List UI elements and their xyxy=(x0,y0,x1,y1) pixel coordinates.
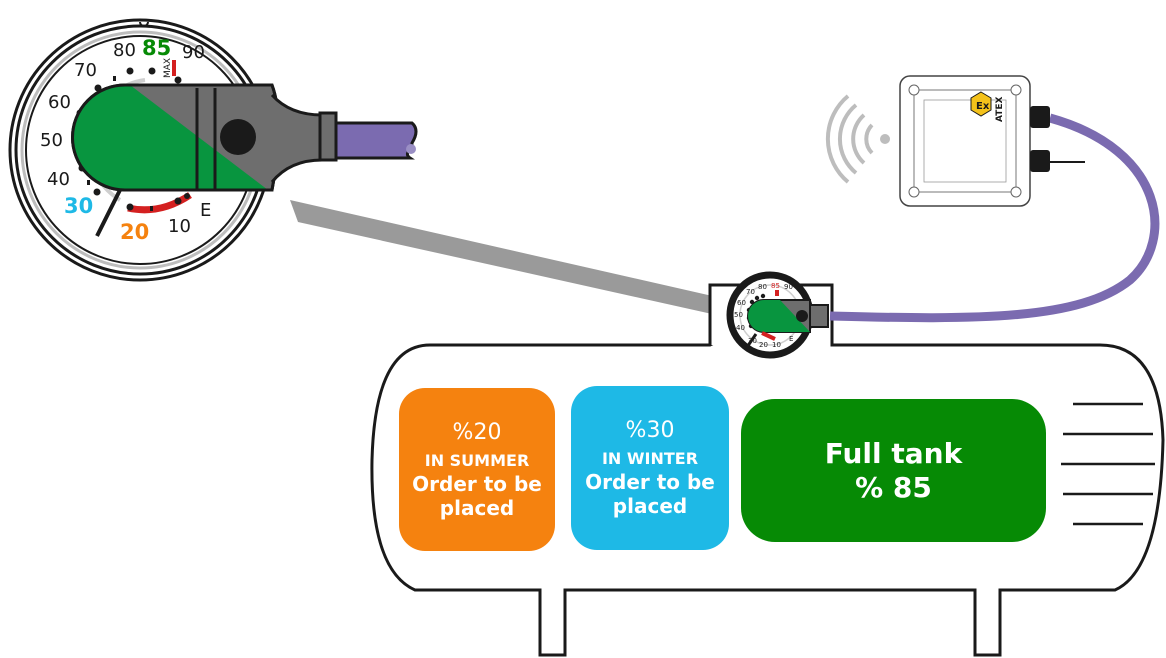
mini-label-70: 70 xyxy=(746,288,755,296)
full-tank-value: % 85 xyxy=(855,470,932,504)
mini-label-90: 90 xyxy=(784,283,793,291)
winter-message: Order to be placed xyxy=(585,470,715,518)
label-10: 10 xyxy=(168,216,191,237)
label-60: 60 xyxy=(48,92,71,113)
tank-endcap-lines xyxy=(1061,402,1155,526)
label-empty: E xyxy=(200,200,211,221)
max-label: MAX xyxy=(163,58,173,78)
gauge-needle xyxy=(95,189,122,237)
summer-season: IN SUMMER xyxy=(424,450,530,470)
label-90: 90 xyxy=(182,42,205,63)
level-gauge: MAX xyxy=(8,18,418,282)
mini-label-60: 60 xyxy=(737,299,746,307)
summer-order-box: %20 IN SUMMER Order to be placed xyxy=(399,388,555,551)
mini-label-empty: E xyxy=(789,335,793,343)
mini-label-80: 80 xyxy=(758,283,767,291)
summer-message: Order to be placed xyxy=(412,471,542,520)
label-20: 20 xyxy=(120,220,149,244)
signal-cable xyxy=(829,113,1160,323)
zoom-beam xyxy=(290,200,730,318)
label-80: 80 xyxy=(113,40,136,61)
mini-label-30: 30 xyxy=(748,337,757,345)
label-85: 85 xyxy=(142,36,171,60)
mini-label-10: 10 xyxy=(772,341,781,349)
winter-percent: %30 xyxy=(625,418,675,443)
full-tank-box: Full tank % 85 xyxy=(741,399,1046,542)
mini-label-85: 85 xyxy=(771,282,780,290)
label-40: 40 xyxy=(47,169,70,190)
mini-label-40: 40 xyxy=(736,324,745,332)
ex-badge-icon xyxy=(970,91,992,117)
label-70: 70 xyxy=(74,60,97,81)
transmitter-box: Ex ATEX xyxy=(899,75,1085,207)
label-50: 50 xyxy=(40,130,63,151)
mini-label-50: 50 xyxy=(734,311,743,319)
winter-order-box: %30 IN WINTER Order to be placed xyxy=(571,386,729,550)
full-tank-title: Full tank xyxy=(824,436,963,470)
mini-gauge-labels: 80 85 90 70 60 50 40 30 20 10 E xyxy=(734,282,793,349)
summer-percent: %20 xyxy=(452,419,502,445)
ex-badge-text: Ex xyxy=(976,101,990,112)
winter-season: IN WINTER xyxy=(601,449,699,468)
wireless-signal-icon xyxy=(825,94,890,184)
label-30: 30 xyxy=(64,194,93,218)
mini-label-20: 20 xyxy=(759,341,768,349)
gauge-labels: 80 85 90 70 60 50 40 30 20 10 E xyxy=(40,36,211,244)
mini-gauge xyxy=(726,271,829,359)
atex-label: ATEX xyxy=(995,96,1005,122)
